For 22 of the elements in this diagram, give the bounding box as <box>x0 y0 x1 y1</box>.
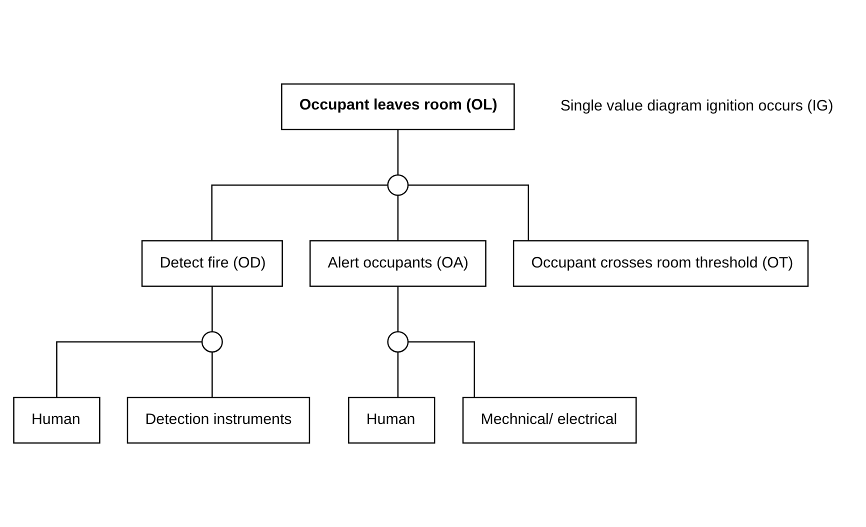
connector <box>56 341 202 398</box>
node-box: Human <box>348 396 436 444</box>
node-box: Occupant leaves room (OL) <box>281 83 515 130</box>
connector <box>212 352 213 398</box>
connector <box>212 286 213 332</box>
node-circle <box>387 174 409 196</box>
connector <box>211 184 388 240</box>
connector <box>408 341 476 398</box>
node-circle <box>387 331 409 353</box>
node-box: Detection instruments <box>126 396 310 444</box>
connector <box>397 352 399 398</box>
node-box: Occupant crosses room threshold (OT) <box>512 240 809 287</box>
node-label: Single value diagram ignition occurs (IG) <box>560 98 834 115</box>
node-box: Detect fire (OD) <box>141 240 283 287</box>
node-circle <box>201 331 223 353</box>
node-box: Mechnical/ electrical <box>462 396 637 444</box>
connector <box>397 195 399 241</box>
node-box: Alert occupants (OA) <box>309 240 486 287</box>
connector <box>397 130 399 176</box>
connector <box>408 184 530 240</box>
node-box: Human <box>13 396 100 444</box>
connector <box>397 286 399 332</box>
